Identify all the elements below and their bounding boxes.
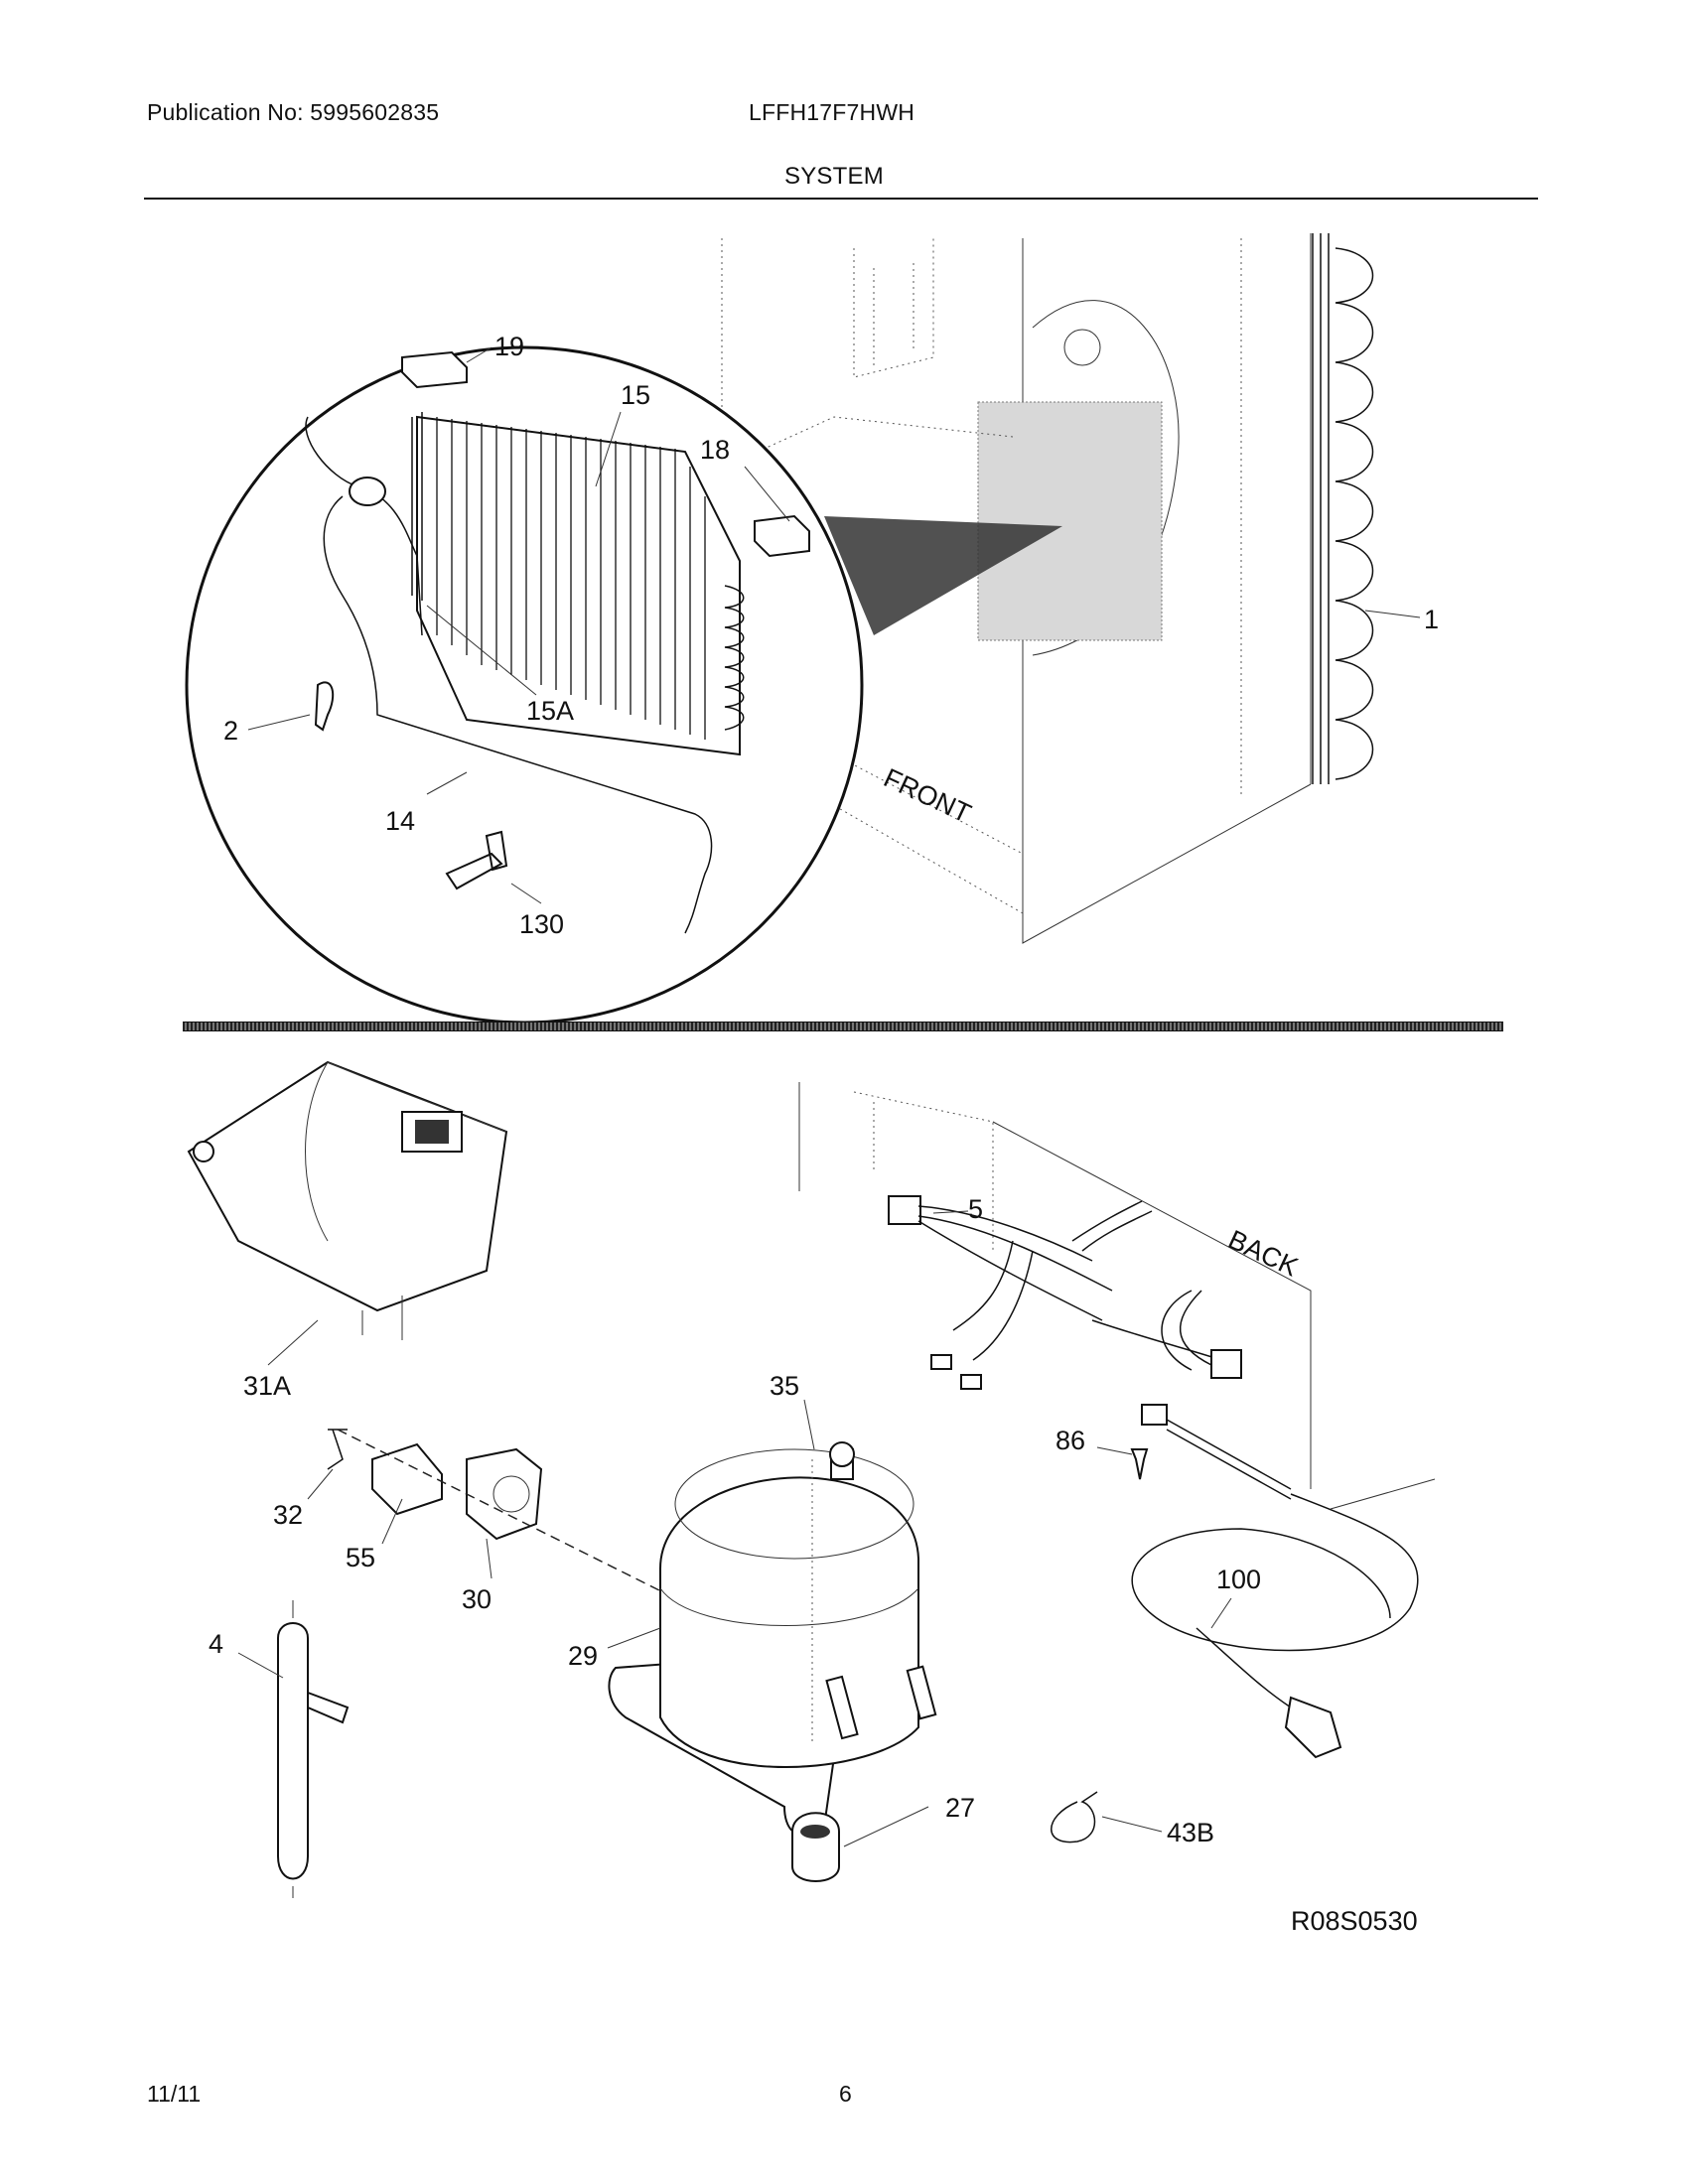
callout-4: 4 [209,1629,223,1659]
publication-number: Publication No: 5995602835 [147,99,440,125]
clip-32 [327,1429,348,1470]
drain-130 [445,830,508,890]
callout-100: 100 [1216,1565,1261,1594]
callout-35: 35 [770,1371,799,1401]
page-number: 6 [839,2081,852,2107]
model-number: LFFH17F7HWH [749,99,915,125]
clip-43b [1051,1791,1098,1843]
callout-30: 30 [462,1584,492,1614]
evaporator [411,412,745,756]
callout-29: 29 [568,1641,598,1671]
callout-19: 19 [494,332,524,361]
callout-27: 27 [945,1793,975,1823]
condenser-coil [1312,233,1421,784]
compressor-29 [608,1441,937,1837]
callout-2: 2 [223,716,238,746]
callout-55: 55 [346,1543,375,1572]
header-rule [144,198,1538,200]
block-19 [401,350,468,389]
callout-15a: 15A [526,696,574,726]
section-divider [183,1022,1503,1031]
callout-18: 18 [700,435,730,465]
relay-55 [371,1442,443,1516]
callout-14: 14 [385,806,415,836]
screw-86 [1130,1448,1149,1480]
callout-5: 5 [968,1194,983,1224]
power-cord-100 [1131,1404,1436,1759]
callout-15: 15 [621,380,650,410]
cabinet-outline [721,233,1312,944]
block-18 [754,514,810,558]
overload-30 [466,1447,543,1541]
section-title: SYSTEM [784,163,884,190]
callout-43b: 43B [1167,1818,1214,1847]
callout-130: 130 [519,909,564,939]
drier-4 [277,1600,350,1898]
sensor-bulb [349,477,386,506]
callout-86: 86 [1055,1426,1085,1455]
diagram-code: R08S0530 [1291,1906,1418,1936]
drain-pan-31a [187,1060,508,1340]
callout-31a: 31A [243,1371,291,1401]
front-label: FRONT [879,762,975,828]
grommet-27 [791,1812,840,1882]
cabinet-back-outline [798,1082,1312,1489]
footer-date: 11/11 [147,2081,202,2107]
heater-wire-14 [323,495,713,934]
back-label: BACK [1223,1224,1302,1282]
clip-2 [314,681,335,732]
callout-32: 32 [273,1500,303,1530]
callout-1: 1 [1424,605,1439,634]
harness-5 [888,1195,1242,1390]
